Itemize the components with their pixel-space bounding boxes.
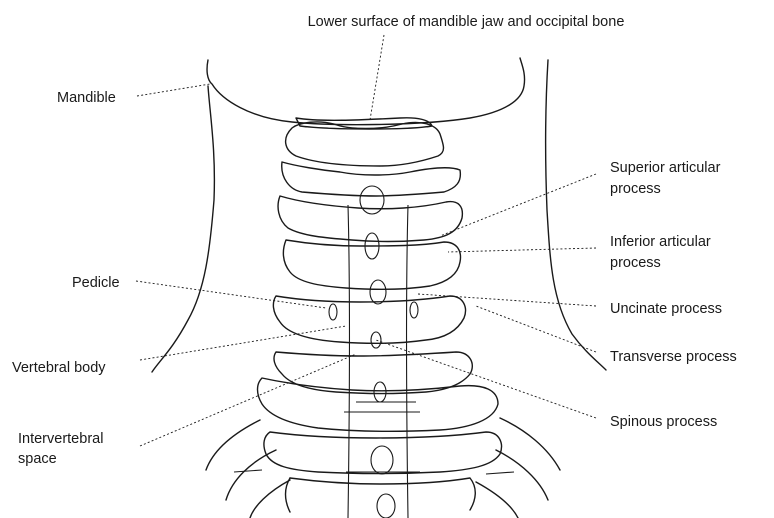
- label-intervertebral-line2: space: [18, 451, 57, 467]
- label-intervertebral-line1: Intervertebral: [18, 431, 103, 447]
- labels: Lower surface of mandible jaw and occipi…: [12, 14, 737, 467]
- label-superior-line2: process: [610, 181, 661, 197]
- leader-uncinate: [418, 294, 596, 306]
- label-transverse: Transverse process: [610, 349, 737, 365]
- label-inferior-line2: process: [610, 255, 661, 271]
- label-superior-line1: Superior articular: [610, 160, 721, 176]
- label-pedicle: Pedicle: [72, 275, 120, 291]
- label-spinous: Spinous process: [610, 414, 717, 430]
- label-vertebral-body: Vertebral body: [12, 360, 106, 376]
- label-inferior-line1: Inferior articular: [610, 234, 711, 250]
- label-uncinate: Uncinate process: [610, 301, 722, 317]
- leader-intervertebral: [140, 354, 356, 446]
- leader-superior: [440, 174, 596, 236]
- leader-pedicle: [136, 281, 326, 308]
- neck-outline: [152, 58, 606, 372]
- label-lower-surface: Lower surface of mandible jaw and occipi…: [308, 14, 625, 30]
- leader-spinous: [376, 340, 596, 418]
- leader-inferior: [448, 248, 596, 252]
- leader-top: [370, 35, 384, 120]
- leader-mandible: [137, 84, 210, 96]
- leader-transverse: [476, 306, 596, 352]
- cervical-vertebrae: [206, 118, 560, 518]
- label-mandible: Mandible: [57, 90, 116, 106]
